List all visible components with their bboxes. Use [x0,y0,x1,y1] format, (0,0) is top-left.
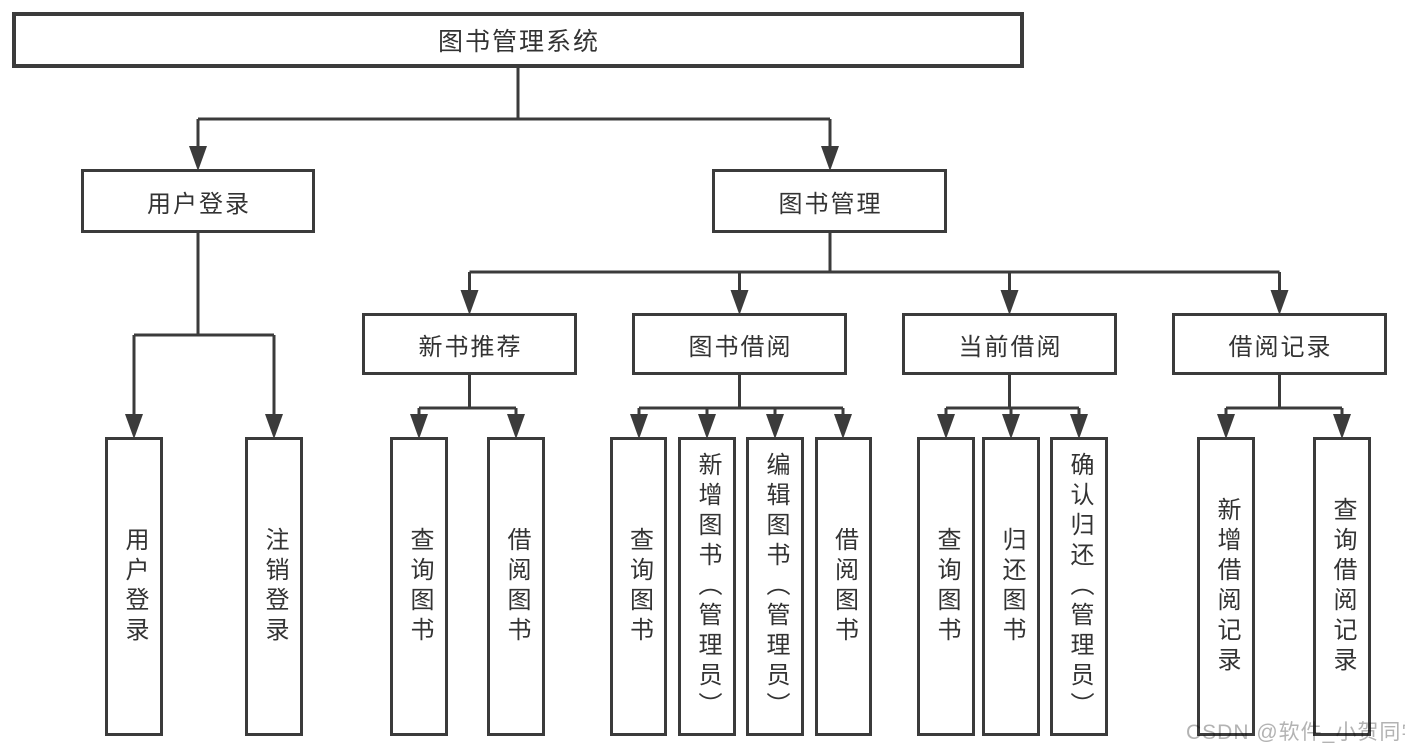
node-leaf-rec-query-books: 查询图书 [390,437,448,736]
node-leaf-bb-borrow-books: 借阅图书 [815,437,872,736]
node-leaf-bb-add-books-label: 新增图书（管理员） [694,451,721,722]
node-leaf-cb-query-books-label: 查询图书 [933,526,960,647]
node-leaf-rec-borrow-books: 借阅图书 [487,437,545,736]
node-leaf-bb-query-books: 查询图书 [610,437,667,736]
node-leaf-br-query-record-label: 查询借阅记录 [1329,496,1356,677]
node-borrow-records: 借阅记录 [1172,313,1387,375]
node-book-mgmt: 图书管理 [712,169,947,233]
node-new-book-rec: 新书推荐 [362,313,577,375]
node-current-borrow: 当前借阅 [902,313,1117,375]
node-leaf-cb-return-books: 归还图书 [982,437,1040,736]
node-leaf-cb-query-books: 查询图书 [917,437,975,736]
watermark: CSDN @软件_小贺同学 [1186,721,1405,744]
node-leaf-cb-return-books-label: 归还图书 [998,526,1025,647]
node-book-mgmt-label: 图书管理 [778,190,883,218]
node-leaf-rec-borrow-books-label: 借阅图书 [503,526,530,647]
node-root-label: 图书管理系统 [437,28,600,56]
node-leaf-cb-confirm-return-label: 确认归还（管理员） [1066,451,1093,722]
node-current-borrow-label: 当前借阅 [958,333,1063,361]
node-leaf-br-add-record-label: 新增借阅记录 [1213,496,1240,677]
node-leaf-br-add-record: 新增借阅记录 [1197,437,1255,736]
node-book-borrow: 图书借阅 [632,313,847,375]
node-leaf-login: 用户登录 [105,437,163,736]
node-leaf-bb-edit-books: 编辑图书（管理员） [746,437,804,736]
node-leaf-login-label: 用户登录 [121,526,148,647]
node-book-borrow-label: 图书借阅 [688,333,793,361]
arrowhead-icons [125,146,1351,439]
node-new-book-rec-label: 新书推荐 [418,333,523,361]
node-user-login-label: 用户登录 [147,190,251,218]
node-leaf-bb-query-books-label: 查询图书 [625,526,653,647]
node-leaf-logout: 注销登录 [245,437,303,736]
node-leaf-rec-query-books-label: 查询图书 [406,526,433,647]
node-leaf-cb-confirm-return: 确认归还（管理员） [1050,437,1108,736]
node-leaf-br-query-record: 查询借阅记录 [1313,437,1371,736]
node-user-login: 用户登录 [81,169,315,233]
node-root: 图书管理系统 [12,12,1024,68]
node-borrow-records-label: 借阅记录 [1228,333,1333,361]
node-leaf-bb-add-books: 新增图书（管理员） [678,437,736,736]
node-leaf-bb-borrow-books-label: 借阅图书 [830,526,858,647]
node-leaf-logout-label: 注销登录 [261,526,288,647]
node-leaf-bb-edit-books-label: 编辑图书（管理员） [762,451,789,722]
